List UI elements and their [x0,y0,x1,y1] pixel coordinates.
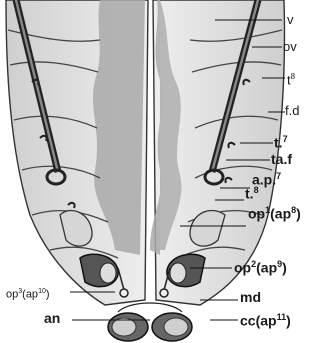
label-ov: ov [283,40,297,53]
label-md: md [240,291,261,304]
label-t7: t.7 [274,133,288,150]
label-fd: f.d [285,104,299,117]
label-t8-top: t8 [287,70,295,86]
label-taf: ta.f [271,153,292,166]
label-op1: op1(ap8) [248,204,301,221]
label-cc: cc(ap11) [240,311,291,328]
label-op2: op2(ap9) [234,258,287,275]
label-op3: op3(ap10) [6,285,50,302]
label-an: an [44,312,60,325]
cerci [108,303,192,341]
label-t8: t.8 [245,184,259,201]
label-v: v [287,13,294,26]
